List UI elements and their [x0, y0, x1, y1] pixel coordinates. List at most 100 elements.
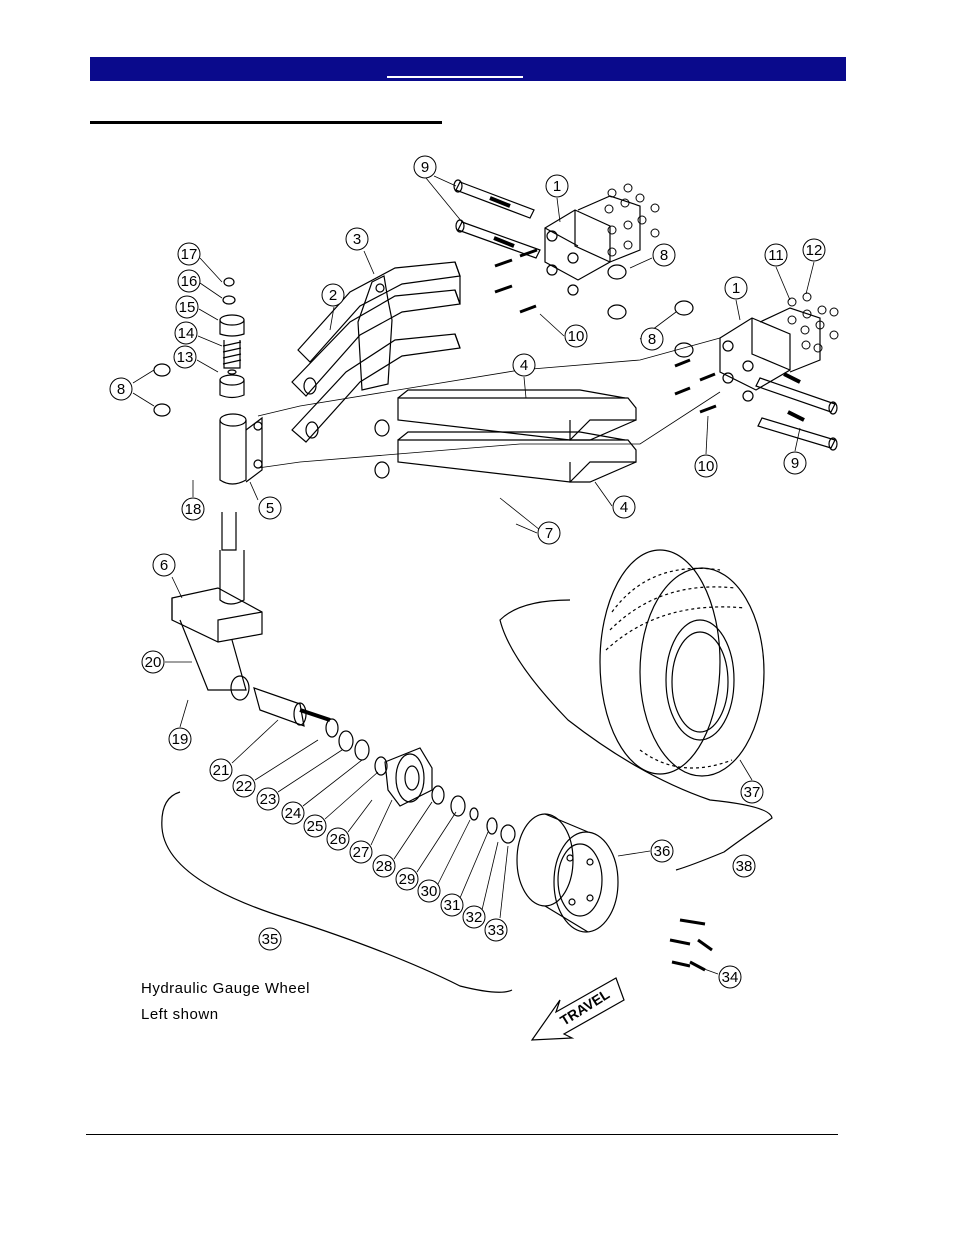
callout-23: 23: [257, 788, 279, 810]
studs: [495, 250, 716, 412]
upper-arm: [292, 262, 460, 442]
nut-group-lower: [788, 293, 838, 352]
group-brace-35: [162, 792, 512, 992]
callout-28: 28: [373, 855, 395, 877]
callout-number: 3: [353, 231, 361, 248]
callout-number: 25: [307, 818, 324, 835]
callout-number: 9: [791, 455, 799, 472]
callout-34: 34: [719, 966, 741, 988]
callout-number: 38: [736, 858, 753, 875]
callout-17: 17: [178, 243, 200, 265]
hitch-bracket-upper: [545, 210, 610, 295]
callout-number: 26: [330, 831, 347, 848]
callout-22: 22: [233, 775, 255, 797]
callout-number: 1: [732, 280, 740, 297]
callout-16: 16: [178, 270, 200, 292]
callout-10: 10: [695, 455, 717, 477]
callout-number: 14: [178, 325, 195, 342]
callout-36: 36: [651, 840, 673, 862]
callout-7: 7: [538, 522, 560, 544]
callout-number: 36: [654, 843, 671, 860]
callout-26: 26: [327, 828, 349, 850]
callout-1: 1: [725, 277, 747, 299]
callout-33: 33: [485, 919, 507, 941]
callout-number: 10: [698, 458, 715, 475]
callout-number: 30: [421, 883, 438, 900]
callout-number: 16: [181, 273, 198, 290]
callout-14: 14: [175, 322, 197, 344]
callout-number: 18: [185, 501, 202, 518]
callout-number: 15: [179, 299, 196, 316]
callout-number: 33: [488, 922, 505, 939]
wheel-rim: [517, 814, 618, 932]
callout-number: 28: [376, 858, 393, 875]
callout-number: 8: [117, 381, 125, 398]
callout-12: 12: [803, 239, 825, 261]
callout-11: 11: [765, 244, 787, 266]
callout-2: 2: [322, 284, 344, 306]
callout-number: 21: [213, 762, 230, 779]
callout-8: 8: [653, 244, 675, 266]
spindle-tube: [220, 414, 262, 484]
callout-number: 35: [262, 931, 279, 948]
callout-21: 21: [210, 759, 232, 781]
callout-3: 3: [346, 228, 368, 250]
callout-number: 17: [181, 246, 198, 263]
callout-25: 25: [304, 815, 326, 837]
callout-number: 10: [568, 328, 585, 345]
callout-number: 9: [421, 159, 429, 176]
arm-link-outline: [258, 338, 720, 468]
callout-number: 20: [145, 654, 162, 671]
callout-number: 24: [285, 805, 302, 822]
callout-37: 37: [741, 781, 763, 803]
callout-6: 6: [153, 554, 175, 576]
callout-15: 15: [176, 296, 198, 318]
group-brace-38: [500, 600, 772, 870]
callout-9: 9: [784, 452, 806, 474]
callout-number: 2: [329, 287, 337, 304]
callout-number: 5: [266, 500, 274, 517]
callout-4: 4: [613, 496, 635, 518]
callout-5: 5: [259, 497, 281, 519]
callout-number: 12: [806, 242, 823, 259]
travel-arrow: TRAVEL: [532, 978, 624, 1040]
callout-number: 29: [399, 871, 416, 888]
callout-number: 8: [660, 247, 668, 264]
callout-number: 6: [160, 557, 168, 574]
callout-number: 34: [722, 969, 739, 986]
tire: [600, 550, 764, 776]
callout-31: 31: [441, 894, 463, 916]
caption-line-1: Hydraulic Gauge Wheel: [141, 980, 310, 997]
callout-number: 32: [466, 909, 483, 926]
callout-1: 1: [546, 175, 568, 197]
callout-10: 10: [565, 325, 587, 347]
callout-number: 37: [744, 784, 761, 801]
callout-29: 29: [396, 868, 418, 890]
callout-number: 7: [545, 525, 553, 542]
callout-38: 38: [733, 855, 755, 877]
callout-number: 23: [260, 791, 277, 808]
lower-arm-lower: [375, 432, 636, 482]
callout-number: 22: [236, 778, 253, 795]
callout-30: 30: [418, 880, 440, 902]
callout-9: 9: [414, 156, 436, 178]
callout-4: 4: [513, 354, 535, 376]
callout-number: 1: [553, 178, 561, 195]
callout-number: 27: [353, 844, 370, 861]
nut-group-upper: [605, 184, 659, 256]
callout-20: 20: [142, 651, 164, 673]
callout-number: 8: [648, 331, 656, 348]
callout-8: 8: [641, 328, 663, 350]
callout-number: 13: [177, 349, 194, 366]
callout-18: 18: [182, 498, 204, 520]
callout-number: 19: [172, 731, 189, 748]
hitch-bracket-lower: [720, 318, 790, 401]
callout-8: 8: [110, 378, 132, 400]
callout-27: 27: [350, 841, 372, 863]
callout-19: 19: [169, 728, 191, 750]
wheel-leg: [172, 512, 262, 700]
callout-number: 4: [520, 357, 528, 374]
callout-number: 31: [444, 897, 461, 914]
callout-32: 32: [463, 906, 485, 928]
